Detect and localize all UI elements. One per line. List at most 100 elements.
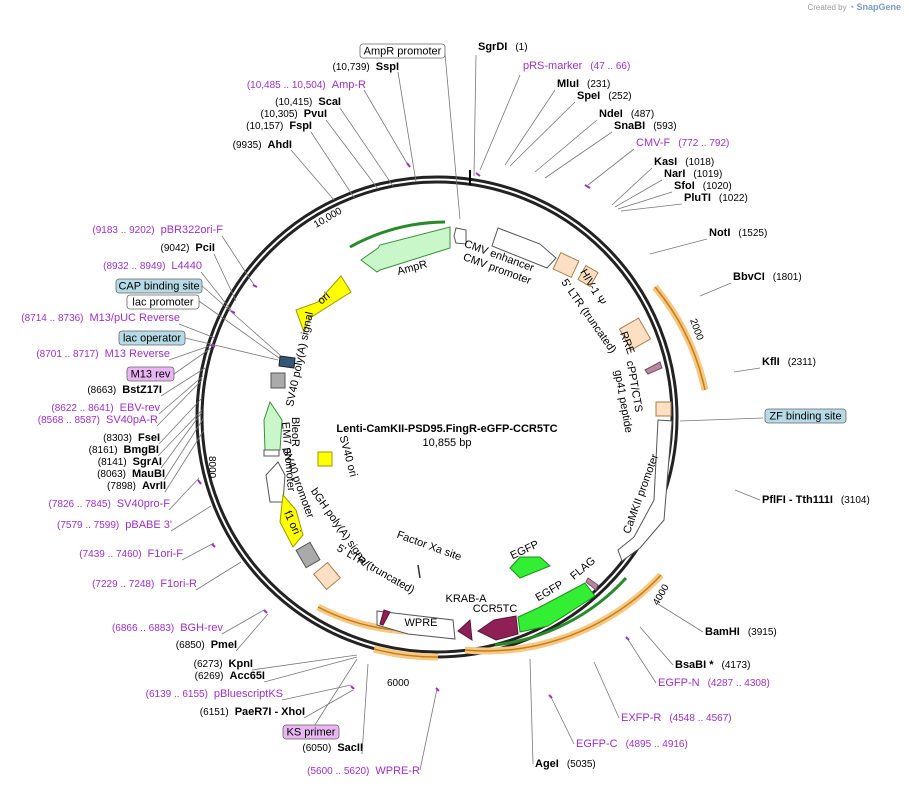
site-name: ScaI bbox=[318, 96, 341, 108]
box-lac-promoter-text: lac promoter bbox=[132, 297, 193, 309]
site-label-snabi: SnaBI(593) bbox=[614, 120, 677, 132]
site-label-scai: (10,415)ScaI bbox=[275, 96, 341, 108]
site-position: (3104) bbox=[841, 495, 870, 506]
cmv-enhancer-arrow bbox=[491, 227, 557, 269]
site-name: SacII bbox=[337, 742, 363, 754]
primer-position: (8714 .. 8736) bbox=[21, 313, 83, 324]
primer-label-exfpr: EXFP-R(4548 .. 4567) bbox=[621, 712, 732, 724]
site-label-pflfi: PflFI - Tth111I (3104) bbox=[762, 494, 870, 506]
site-label-bamhi: BamHI(3915) bbox=[705, 626, 777, 638]
kraba-arrow bbox=[457, 618, 473, 641]
arc-feature-2-line bbox=[464, 574, 662, 652]
site-label-acc65i: (6269)Acc65I bbox=[195, 670, 265, 682]
site-position: (1022) bbox=[719, 193, 748, 204]
site-position: (1019) bbox=[693, 169, 722, 180]
arc-green-upper bbox=[349, 220, 446, 249]
site-name: BstZ17I bbox=[122, 384, 162, 396]
primer-name: pBABE 3' bbox=[125, 519, 172, 531]
primer-label-pbabe: (7579 .. 7599)pBABE 3' bbox=[57, 519, 172, 531]
site-label-bmgbi: (8161) BmgBI bbox=[89, 444, 159, 456]
site-label-kpni: (6273)KpnI bbox=[194, 658, 253, 670]
primer-name: EXFP-R bbox=[621, 712, 661, 724]
primer-name: L4440 bbox=[171, 260, 202, 272]
site-name: NotI bbox=[709, 227, 730, 239]
primer-name: CMV-F bbox=[636, 137, 671, 149]
site-position: (5035) bbox=[567, 759, 596, 770]
box-zf: ZF binding site bbox=[764, 408, 847, 424]
primer-position: (5600 .. 5620) bbox=[307, 766, 369, 777]
leader-lines bbox=[156, 53, 764, 771]
site-position: (9935) bbox=[233, 140, 262, 151]
primer-name: EBV-rev bbox=[120, 402, 161, 414]
label-layer: SgrDI(1)pRS-marker(47 .. 66)MluI(231)Spe… bbox=[21, 41, 870, 777]
site-name: FspI bbox=[289, 120, 312, 132]
box-zf-text: ZF binding site bbox=[769, 411, 841, 423]
primer-name: F1ori-R bbox=[160, 578, 197, 590]
site-position: (10,739) bbox=[333, 62, 370, 73]
site-name: BsaBI * bbox=[675, 659, 714, 671]
ccr5tc-arrow bbox=[477, 615, 519, 641]
snapgene-credit: Created by ◔ SnapGene bbox=[807, 2, 901, 12]
primer-position: (7229 .. 7248) bbox=[92, 579, 154, 590]
bgh-box bbox=[295, 541, 321, 569]
primer-name: WPRE-R bbox=[375, 765, 420, 777]
site-position: (10,157) bbox=[246, 121, 283, 132]
plasmid-name: Lenti-CamKII-PSD95.FingR-eGFP-CCR5TC bbox=[336, 423, 557, 435]
primer-position: (47 .. 66) bbox=[590, 61, 630, 72]
site-label-sspi: (10,739)SspI bbox=[333, 61, 399, 73]
gp41-box bbox=[655, 401, 672, 417]
site-position: (8161) bbox=[89, 445, 118, 456]
site-position: (10,305) bbox=[261, 109, 298, 120]
site-label-bstz: (8663)BstZ17I bbox=[87, 384, 162, 396]
ori-arrow bbox=[295, 275, 352, 334]
site-name: KasI bbox=[654, 156, 677, 168]
site-position: (6273) bbox=[194, 659, 223, 670]
egfp-arrow-2 bbox=[517, 582, 596, 633]
primer-name: Amp-R bbox=[332, 79, 366, 91]
site-name: BmgBI bbox=[124, 444, 159, 456]
site-position: (1525) bbox=[738, 228, 767, 239]
primer-position: (8932 .. 8949) bbox=[103, 261, 165, 272]
site-label-sfoi: SfoI(1020) bbox=[674, 180, 732, 192]
primer-position: (6866 .. 6883) bbox=[112, 623, 174, 634]
site-label-fsei: (8303)FseI bbox=[103, 432, 160, 444]
primer-label-sv40pa: (8568 .. 8587)SV40pA-R bbox=[38, 414, 158, 426]
site-label-nari: NarI(1019) bbox=[664, 168, 722, 180]
site-name: SgrDI bbox=[478, 41, 507, 53]
feature-label-bleor: BleoR bbox=[289, 417, 301, 447]
tick-6000: 6000 bbox=[387, 678, 410, 689]
site-name: PluTI bbox=[684, 192, 711, 204]
site-name: SgrAI bbox=[133, 456, 162, 468]
site-position: (8063) bbox=[97, 469, 126, 480]
site-label-ahdi: (9935)AhdI bbox=[233, 139, 292, 151]
site-name: PciI bbox=[195, 242, 215, 254]
site-label-bbvci: BbvCI(1801) bbox=[733, 271, 802, 283]
feature-label-wpre: WPRE bbox=[405, 617, 438, 629]
site-position: (7898) bbox=[107, 481, 136, 492]
feature-label-flag: FLAG bbox=[568, 555, 598, 583]
box-ks: KS primer bbox=[282, 724, 340, 740]
site-position: (6850) bbox=[176, 640, 205, 651]
box-lac-operator: lac operator bbox=[118, 330, 186, 346]
arc-feature-4-line bbox=[373, 648, 439, 658]
primer-label-bghrev: (6866 .. 6883)BGH-rev bbox=[112, 622, 224, 634]
site-name: Acc65I bbox=[230, 670, 265, 682]
site-label-agei: AgeI(5035) bbox=[535, 758, 596, 770]
plasmid-size: 10,855 bp bbox=[423, 437, 472, 449]
site-name: PflFI - Tth111I bbox=[762, 494, 833, 506]
site-label-mlui: MluI(231) bbox=[557, 78, 610, 90]
site-name: AvrII bbox=[142, 480, 166, 492]
site-label-fspi: (10,157) FspI bbox=[246, 120, 312, 132]
site-name: SfoI bbox=[674, 180, 695, 192]
primer-position: (8622 .. 8641) bbox=[51, 403, 113, 414]
cppt-marker bbox=[644, 361, 663, 375]
primer-label-l4440: (8932 .. 8949) L4440 bbox=[103, 260, 202, 272]
box-ampr-promoter: AmpR promoter bbox=[359, 43, 446, 59]
site-label-sgrai: (8141)SgrAI bbox=[98, 456, 162, 468]
em7-box bbox=[263, 449, 280, 457]
sv40pa-box bbox=[270, 372, 286, 389]
primer-name: EGFP-N bbox=[658, 677, 700, 689]
site-name: PaeR7I - XhoI bbox=[235, 706, 305, 718]
